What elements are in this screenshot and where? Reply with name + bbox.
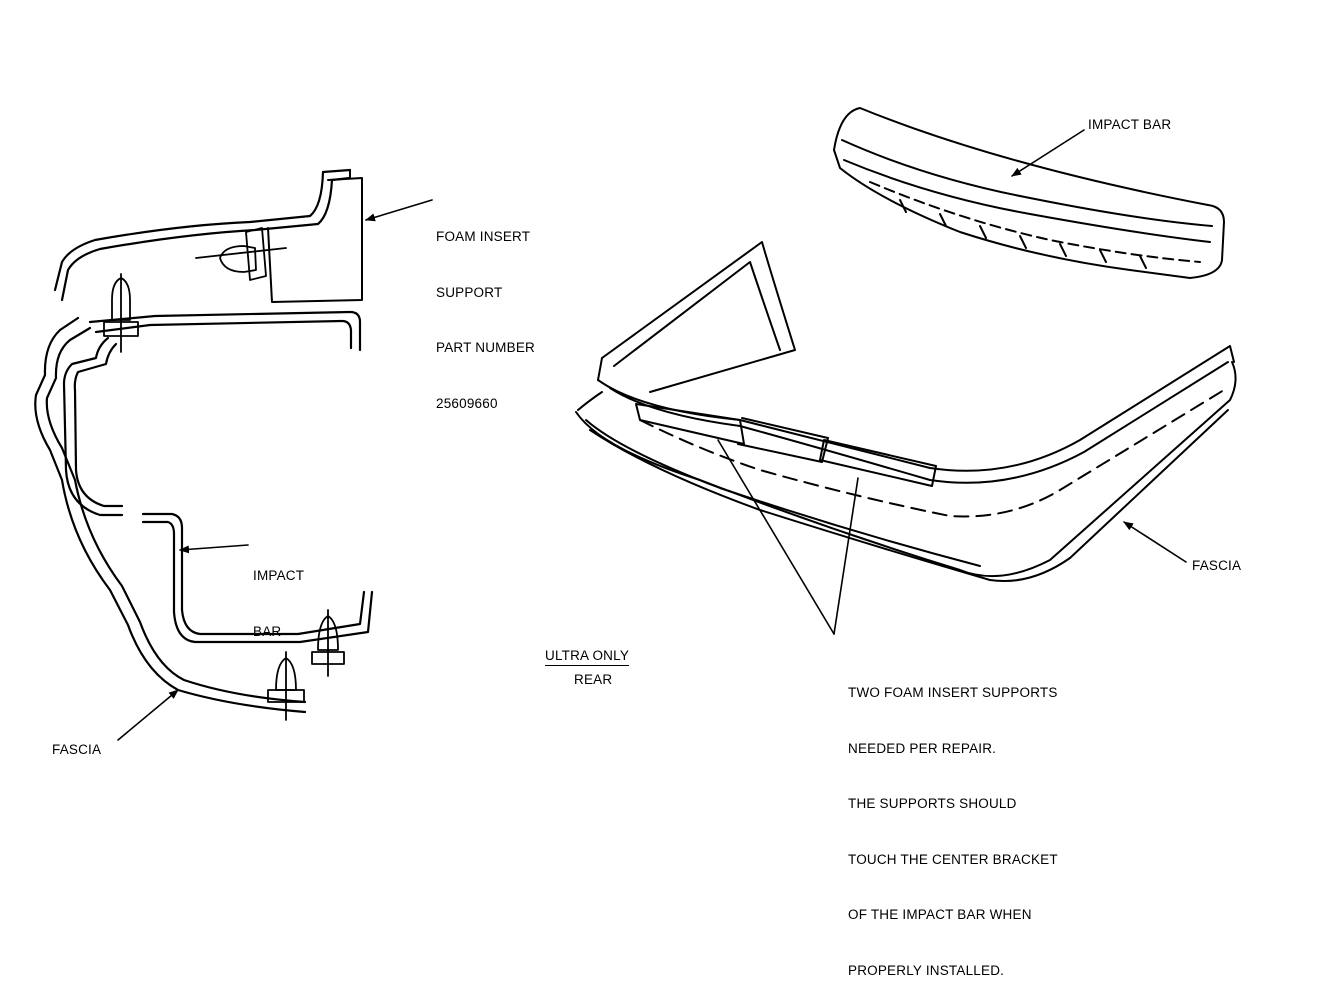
- impact-bar-perspective-label: IMPACT BAR: [1088, 117, 1172, 132]
- fascia-perspective-label: FASCIA: [1192, 558, 1242, 573]
- fascia-section-profile: [34, 168, 352, 714]
- fascia-section-label: FASCIA: [52, 742, 102, 757]
- impact-bar-section-profile: [62, 310, 374, 644]
- foam-insert-note: TWO FOAM INSERT SUPPORTS NEEDED PER REPA…: [848, 685, 1058, 978]
- perspective-view: [575, 107, 1237, 635]
- bumper-diagram: [34, 107, 1237, 741]
- impact-bar-section-label: IMPACT BAR: [253, 568, 305, 639]
- fascia-perspective: [575, 241, 1237, 583]
- ultra-only-label: ULTRA ONLY: [545, 648, 630, 663]
- section-view: [34, 168, 433, 741]
- impact-bar-perspective: [833, 107, 1225, 279]
- perspective-leader-arrows: [717, 129, 1187, 635]
- foam-insert-support-label: FOAM INSERT SUPPORT PART NUMBER 25609660: [436, 229, 535, 411]
- section-leader-arrows: [117, 199, 433, 741]
- foam-insert-support-block: [267, 169, 363, 303]
- rear-label: REAR: [574, 672, 613, 687]
- fastener-pins: [103, 227, 345, 721]
